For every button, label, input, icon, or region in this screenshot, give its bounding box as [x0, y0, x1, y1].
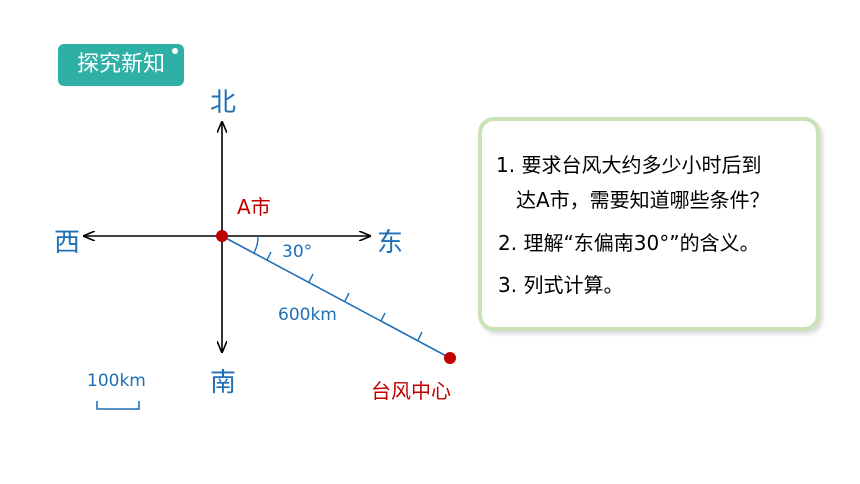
- south-label: 南: [210, 368, 237, 398]
- tick-2: [308, 273, 314, 283]
- distance-ticks: [266, 251, 423, 341]
- question-1-line-2: 达A市，需要知道哪些条件？: [516, 188, 770, 212]
- typhoon-center-label: 台风中心: [371, 379, 451, 403]
- angle-arc: [253, 235, 259, 254]
- tick-3: [344, 292, 350, 302]
- scale-label: 100km: [87, 371, 146, 391]
- question-1-line-1: 1. 要求台风大约多少小时后到: [496, 153, 762, 177]
- east-label: 东: [377, 228, 404, 258]
- question-2: 2. 理解“东偏南30°”的含义。: [498, 231, 760, 255]
- badge-dot-icon: [172, 48, 178, 54]
- west-label: 西: [54, 228, 81, 258]
- typhoon-path-line: [221, 235, 451, 359]
- distance-label: 600km: [278, 305, 337, 325]
- questions-panel: 1. 要求台风大约多少小时后到 达A市，需要知道哪些条件？ 2. 理解“东偏南3…: [478, 117, 820, 331]
- section-badge: 探究新知: [58, 44, 184, 86]
- north-label: 北: [210, 88, 237, 118]
- tick-5: [417, 331, 423, 341]
- city-a-point: [216, 230, 228, 242]
- angle-label: 30°: [282, 242, 313, 262]
- typhoon-center-point: [444, 352, 456, 364]
- tick-1: [266, 251, 272, 261]
- tick-4: [380, 312, 386, 322]
- question-3: 3. 列式计算。: [498, 273, 624, 297]
- section-badge-label: 探究新知: [76, 52, 165, 77]
- scale-bar: [96, 401, 140, 410]
- city-a-label: A市: [237, 195, 271, 219]
